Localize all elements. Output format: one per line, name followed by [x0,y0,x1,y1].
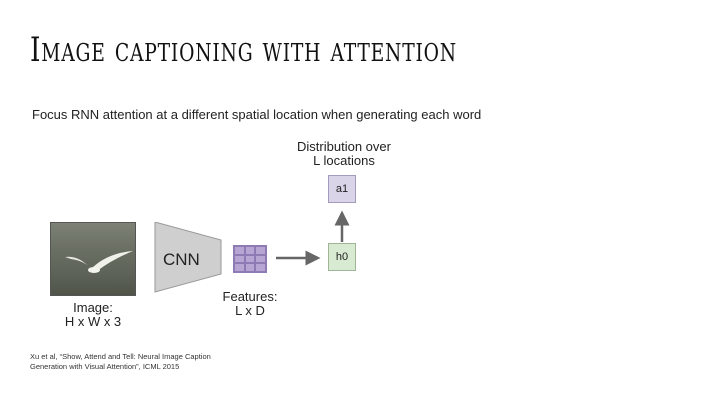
input-image-bird [50,222,136,296]
h0-box: h0 [328,243,356,271]
bird-icon [60,251,133,284]
citation: Xu et al, “Show, Attend and Tell: Neural… [30,352,211,371]
features-grid [233,245,267,273]
locations-label: L locations [313,153,375,168]
features-dims-label: L x D [235,303,265,318]
slide-subtitle: Focus RNN attention at a different spati… [32,107,482,122]
features-label: Features: [222,289,278,304]
h0-label: h0 [335,251,349,263]
a1-box: a1 [328,175,356,203]
distribution-label: Distribution over [297,139,391,154]
a1-label: a1 [335,183,349,195]
cnn-label: CNN [163,250,200,269]
slide-title: Image captioning with attention [30,30,457,70]
image-dims-label: H x W x 3 [64,314,122,329]
image-label: Image: [73,300,113,315]
cnn-block [154,222,222,293]
